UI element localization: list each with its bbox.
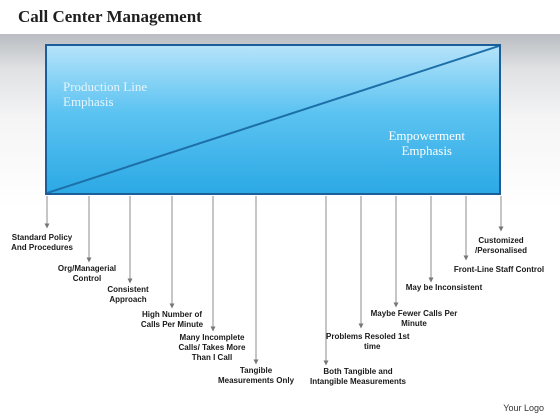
item-customized-personalised: Customized /Personalised <box>474 236 528 255</box>
item-high-number-of-calls: High Number of Calls Per Minute <box>140 310 204 329</box>
item-both-tangible-intangible: Both Tangible and Intangible Measurement… <box>309 367 407 386</box>
item-may-be-inconsistent: May be Inconsistent <box>405 283 483 292</box>
production-line-label: Production Line Emphasis <box>63 79 148 109</box>
item-standard-policy: Standard Policy And Procedures <box>11 233 73 252</box>
item-org-managerial-control: Org/Managerial Control <box>57 264 117 283</box>
emphasis-box: Production Line Emphasis Empowerment Emp… <box>45 44 501 195</box>
item-fewer-calls-per-minute: Maybe Fewer Calls Per Minute <box>370 309 458 328</box>
item-many-incomplete-calls: Many Incomplete Calls/ Takes More Than I… <box>178 333 246 362</box>
footer-logo: Your Logo <box>503 403 544 413</box>
diagonal-divider <box>47 46 499 193</box>
item-consistent-approach: Consistent Approach <box>107 285 149 304</box>
item-tangible-measurements: Tangible Measurements Only <box>217 366 295 385</box>
item-front-line-staff-control: Front-Line Staff Control <box>453 265 545 274</box>
item-problems-resolved: Problems Resoled 1st time <box>326 332 410 351</box>
empowerment-label: Empowerment Emphasis <box>388 128 465 158</box>
page-title: Call Center Management <box>18 7 202 26</box>
